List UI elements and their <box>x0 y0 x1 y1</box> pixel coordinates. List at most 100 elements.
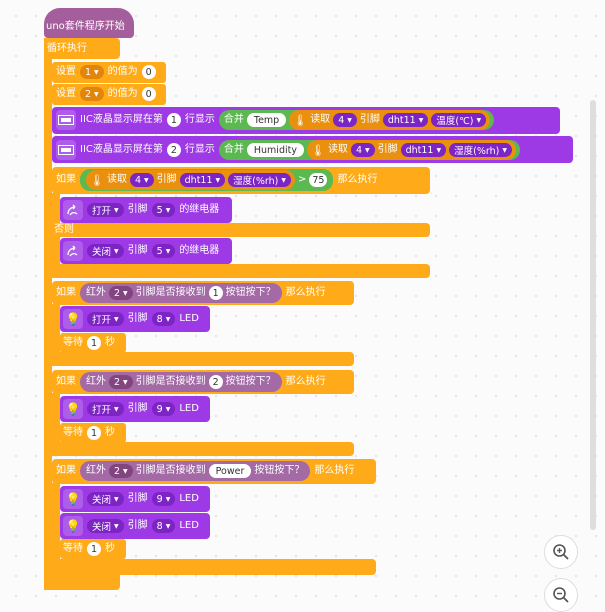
led-block[interactable] <box>60 513 210 539</box>
relay-suffix-label: 的继电器 <box>179 245 220 256</box>
led-bulb-icon: 💡 <box>63 516 83 536</box>
text-input[interactable]: Temp <box>246 113 287 127</box>
ir-mid-label: 引脚是否接收到 <box>135 465 206 476</box>
sensor-dropdown[interactable]: dht11▼ <box>382 113 429 127</box>
lcd-row-input[interactable]: 2 <box>166 143 181 157</box>
loop-block[interactable] <box>44 38 120 59</box>
pin-dropdown[interactable]: 4▼ <box>333 113 357 127</box>
relay-action-value: 打开 <box>92 206 112 217</box>
pin-dropdown[interactable]: 4▼ <box>350 143 375 157</box>
ir-button-input[interactable]: 2 <box>208 375 223 389</box>
relay-action-dropdown[interactable]: 打开▼ <box>87 203 124 217</box>
vertical-scrollbar[interactable] <box>590 100 596 530</box>
if-label: 如果 <box>56 174 76 185</box>
text-input[interactable]: Humidity <box>246 143 304 157</box>
ir-suffix-label: 按钮按下？ <box>225 376 276 387</box>
zoom-in-button[interactable] <box>544 535 578 569</box>
ir-pin-dropdown[interactable]: 2▼ <box>109 464 133 478</box>
read-label: 读取 <box>310 114 331 125</box>
sensor-dropdown[interactable]: dht11▼ <box>400 143 447 157</box>
relay-action-dropdown[interactable]: 关闭▼ <box>87 244 124 258</box>
pin-label: 引脚 <box>359 114 380 125</box>
dht-read-block[interactable]: 🌡 读取 4▼ 引脚 dht11▼ 温度(℃)▼ <box>289 110 491 130</box>
ir-button-input[interactable]: 1 <box>208 286 223 300</box>
pin-value: 9 <box>156 403 163 415</box>
then-label: 那么执行 <box>314 465 355 476</box>
pin-value: 4 <box>134 174 142 186</box>
lcd-icon <box>56 110 76 130</box>
variable-dropdown[interactable]: 1▼ <box>80 65 104 79</box>
pin-dropdown[interactable]: 8▼ <box>151 519 176 533</box>
lcd-row-input[interactable]: 1 <box>166 113 181 127</box>
value-input[interactable]: 0 <box>141 65 156 79</box>
ir-condition-block[interactable]: 红外 2▼ 引脚是否接收到 2 按钮按下？ <box>80 372 282 392</box>
dht-read-block[interactable]: 🌡 读取 4▼ 引脚 dht11▼ 湿度(%rh)▼ <box>306 140 516 160</box>
ir-if-arm <box>52 393 60 455</box>
ir-suffix-label: 按钮按下？ <box>254 465 305 476</box>
led-action-value: 打开 <box>92 315 112 326</box>
wait-unit-label: 秒 <box>105 337 115 348</box>
value-input[interactable]: 0 <box>141 87 156 101</box>
led-block[interactable] <box>60 486 210 512</box>
pin-dropdown[interactable]: 5▼ <box>151 203 176 217</box>
zoom-out-button[interactable] <box>544 578 578 612</box>
wait-unit-label: 秒 <box>105 427 115 438</box>
join-block[interactable]: 合并 Humidity 🌡 读取 4▼ 引脚 dht11▼ 湿度(%rh)▼ <box>218 140 520 160</box>
wait-value-input[interactable]: 1 <box>87 336 101 350</box>
zoom-in-icon <box>553 544 569 560</box>
variable-dropdown[interactable]: 2▼ <box>80 87 104 101</box>
set-label: 设置 <box>56 66 76 77</box>
program-start-hat[interactable] <box>44 8 134 38</box>
program-start-label: uno套件程序开始 <box>46 21 125 32</box>
pin-dropdown[interactable]: 9▼ <box>151 402 176 416</box>
if-label: 如果 <box>56 465 76 476</box>
ir-pin-dropdown[interactable]: 2▼ <box>109 375 133 389</box>
thermometer-icon: 🌡 <box>293 113 308 127</box>
join-block[interactable]: 合并 Temp 🌡 读取 4▼ 引脚 dht11▼ 温度(℃)▼ <box>218 110 495 130</box>
ir-if-bottom <box>52 352 354 366</box>
ir-label: 红外 <box>86 376 106 387</box>
led-block[interactable] <box>60 396 210 422</box>
ir-mid-label: 引脚是否接收到 <box>135 376 206 387</box>
ir-pin-dropdown[interactable]: 2▼ <box>109 286 133 300</box>
pin-value: 4 <box>338 114 345 126</box>
lcd-display-label: 行显示 <box>184 114 215 125</box>
mode-dropdown[interactable]: 湿度(%rh)▼ <box>449 143 512 157</box>
led-action-value: 关闭 <box>92 495 112 506</box>
pin-dropdown[interactable]: 4▼ <box>129 173 154 187</box>
loop-label: 循环执行 <box>47 43 87 54</box>
pin-label: 引脚 <box>377 144 398 155</box>
join-label: 合并 <box>223 144 244 155</box>
mode-dropdown[interactable]: 湿度(%rh)▼ <box>228 173 291 187</box>
dht-read-block[interactable]: 🌡 读取 4▼ 引脚 dht11▼ 湿度(%rh)▼ <box>86 170 295 190</box>
mode-dropdown[interactable]: 温度(℃)▼ <box>431 113 487 127</box>
mode-value: 湿度(%rh) <box>233 176 279 187</box>
ir-condition-block[interactable]: 红外 2▼ 引脚是否接收到 1 按钮按下？ <box>80 283 282 303</box>
pin-dropdown[interactable]: 9▼ <box>151 492 176 506</box>
thermometer-icon: 🌡 <box>90 173 104 187</box>
relay-icon <box>63 241 83 261</box>
sensor-dropdown[interactable]: dht11▼ <box>179 173 226 187</box>
led-suffix-label: LED <box>179 493 199 504</box>
ir-if-bottom <box>52 559 376 575</box>
led-action-dropdown[interactable]: 打开▼ <box>87 402 124 416</box>
then-label: 那么执行 <box>285 287 326 298</box>
lcd-row-label: IIC液晶显示屏在第 <box>80 114 163 125</box>
else-label: 否则 <box>54 224 74 235</box>
led-action-dropdown[interactable]: 关闭▼ <box>87 519 124 533</box>
led-action-dropdown[interactable]: 关闭▼ <box>87 492 124 506</box>
compare-block[interactable]: 🌡 读取 4▼ 引脚 dht11▼ 湿度(%rh)▼ > 75 <box>80 169 334 191</box>
led-suffix-label: LED <box>179 520 199 531</box>
ir-button-input[interactable]: Power <box>208 464 252 478</box>
pin-value: 5 <box>156 204 163 216</box>
ir-condition-block[interactable]: 红外 2▼ 引脚是否接收到 Power 按钮按下？ <box>80 461 311 481</box>
threshold-input[interactable]: 75 <box>309 173 328 187</box>
pin-dropdown[interactable]: 8▼ <box>151 312 176 326</box>
led-block[interactable] <box>60 306 210 332</box>
pin-value: 4 <box>355 144 362 156</box>
wait-value-input[interactable]: 1 <box>87 542 101 556</box>
led-action-dropdown[interactable]: 打开▼ <box>87 312 124 326</box>
pin-dropdown[interactable]: 5▼ <box>151 244 176 258</box>
ir-if-arm <box>52 483 60 575</box>
wait-value-input[interactable]: 1 <box>87 426 101 440</box>
